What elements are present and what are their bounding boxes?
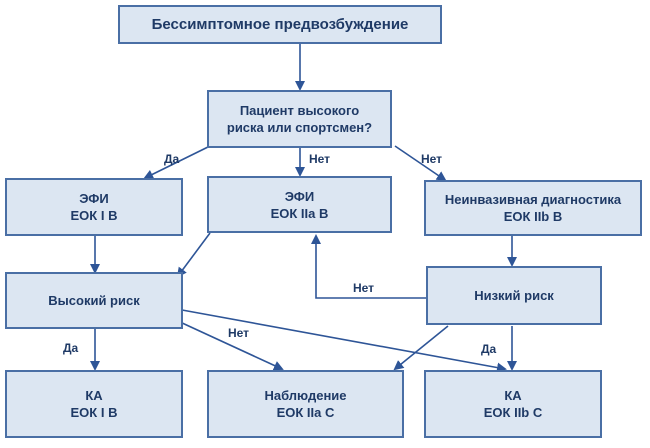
node-label-line2: ЕОК I B — [70, 208, 118, 223]
edge-label-high-risk-no: Нет — [228, 326, 250, 340]
edge-label-low-risk-no: Нет — [353, 281, 375, 295]
node-high-risk-question: Пациент высокого риска или спортсмен? — [207, 90, 392, 148]
node-label-line2: ЕОК IIa B — [270, 205, 329, 221]
edge-question-to-efi-ok1b — [143, 145, 211, 179]
node-label: Бессимптомное предвозбуждение — [151, 16, 409, 33]
node-label-line2: ЕОК IIb C — [483, 405, 543, 420]
node-catheter-ablation-esc-iib-c: КА ЕОК IIb C — [424, 370, 602, 438]
node-label-line1: Пациент высокого — [239, 103, 360, 118]
node-label-line2: ЕОК IIb B — [503, 209, 563, 224]
edge-label-low-risk-yes: Да — [481, 342, 497, 356]
edge-label-question-yes: Да — [164, 152, 180, 166]
node-label-line2: ЕОК IIa C — [276, 405, 335, 420]
node-label-line1: Наблюдение — [264, 388, 347, 403]
node-label-line1: КА — [85, 388, 103, 403]
node-label-line1: ЭФИ — [79, 191, 109, 206]
edge-high-risk-to-observation — [179, 321, 284, 371]
node-efi-esc-iia-b: ЭФИ ЕОК IIa B — [207, 176, 392, 233]
edge-low-risk-to-observation — [393, 325, 449, 371]
node-high-risk: Высокий риск — [5, 272, 183, 329]
node-label-line1: ЭФИ — [284, 188, 315, 204]
node-label-line2: ЕОК I B — [70, 405, 118, 420]
edge-label-high-risk-yes: Да — [63, 341, 79, 355]
node-noninvasive-diagnostics: Неинвазивная диагностика ЕОК IIb B — [424, 180, 642, 236]
node-label: Низкий риск — [474, 288, 554, 303]
edge-label-question-no-right: Нет — [421, 152, 443, 166]
edge-efi-ok2ab-to-high-risk — [176, 232, 211, 278]
node-label: Высокий риск — [48, 293, 140, 308]
node-catheter-ablation-esc-i-b: КА ЕОК I B — [5, 370, 183, 438]
edge-low-risk-to-efi-ok2ab — [311, 234, 426, 299]
node-efi-esc-i-b: ЭФИ ЕОК I B — [5, 178, 183, 236]
node-low-risk: Низкий риск — [426, 266, 602, 325]
node-label-line2: риска или спортсмен? — [226, 120, 373, 135]
node-label-line1: Неинвазивная диагностика — [444, 192, 622, 207]
edge-label-question-no-center: Нет — [309, 152, 331, 166]
node-observation-esc-iia-c: Наблюдение ЕОК IIa C — [207, 370, 404, 438]
node-asymptomatic-preexcitation: Бессимптомное предвозбуждение — [118, 5, 442, 44]
edge-high-risk-to-ka-ok2bc — [181, 309, 507, 373]
node-label-line1: КА — [504, 388, 522, 403]
edge-question-to-noninvasive — [394, 145, 447, 182]
